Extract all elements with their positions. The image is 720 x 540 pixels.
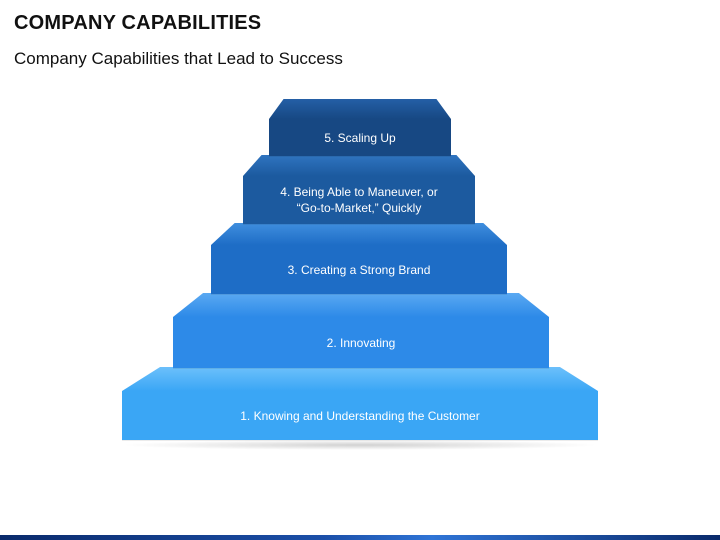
step-4-front: 4. Being Able to Maneuver, or “Go-to-Mar…	[243, 176, 475, 224]
staircase-shadow	[120, 440, 600, 450]
page-subtitle: Company Capabilities that Lead to Succes…	[14, 49, 343, 68]
step-4-top-face	[243, 155, 475, 176]
step-1-front: 1. Knowing and Understanding the Custome…	[122, 391, 598, 440]
page-title: COMPANY CAPABILITIES	[14, 12, 262, 34]
step-2-label: 2. Innovating	[326, 335, 396, 350]
step-2-top-face	[173, 293, 549, 317]
footer-bar	[0, 535, 720, 540]
step-2-front: 2. Innovating	[173, 317, 549, 368]
step-5-top-face	[269, 99, 451, 119]
step-5-label: 5. Scaling Up	[324, 130, 396, 145]
step-1-top-face	[122, 367, 598, 391]
step-3-front: 3. Creating a Strong Brand	[211, 245, 507, 294]
step-5-front: 5. Scaling Up	[269, 119, 451, 156]
step-3-top-face	[211, 223, 507, 245]
step-3-label: 3. Creating a Strong Brand	[287, 262, 431, 277]
step-4-label: 4. Being Able to Maneuver, or “Go-to-Mar…	[280, 185, 438, 215]
step-1-label: 1. Knowing and Understanding the Custome…	[240, 408, 480, 423]
